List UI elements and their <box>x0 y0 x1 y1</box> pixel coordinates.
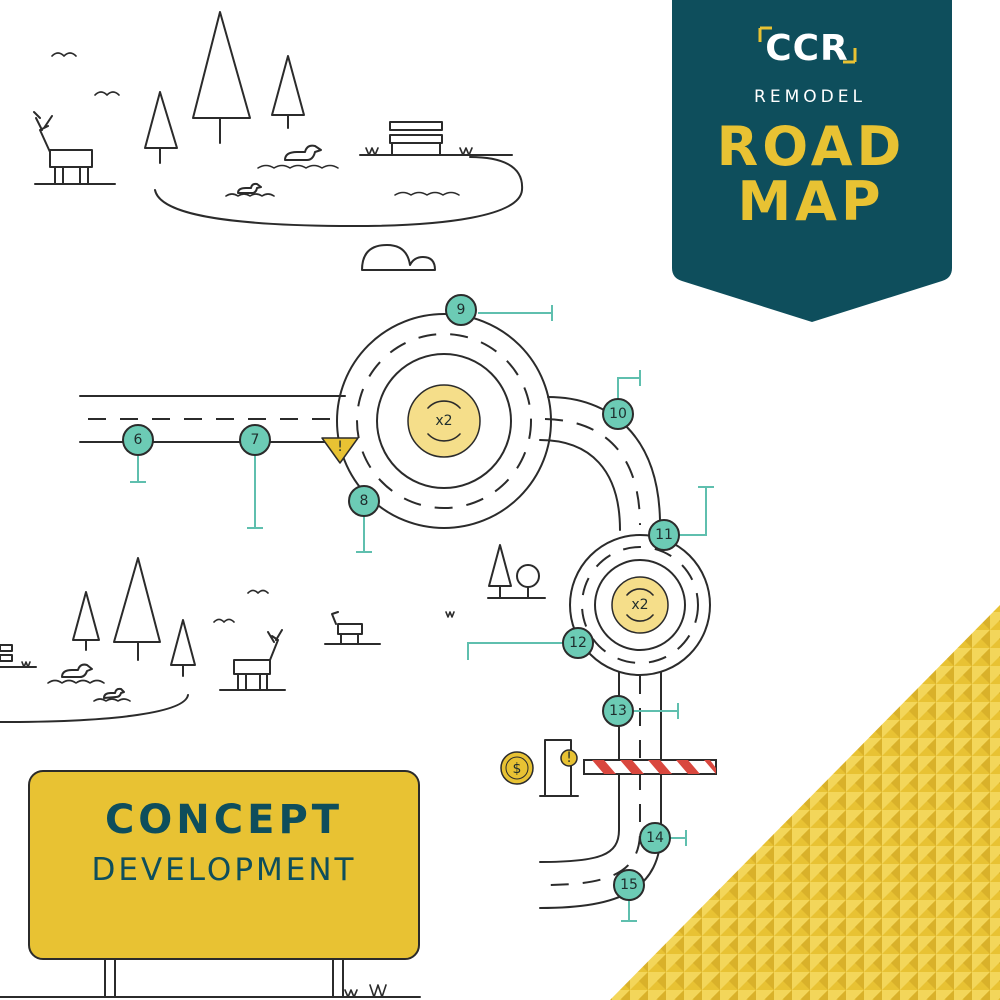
roundabout-badge-label: x2 <box>435 413 452 429</box>
deer-icon <box>324 611 381 645</box>
milestone-12[interactable]: 12 <box>562 627 594 659</box>
tree-icon <box>516 564 540 599</box>
svg-text:13: 13 <box>609 703 627 719</box>
roundabout-badge: x2 <box>407 384 481 458</box>
bush-icon <box>361 244 436 271</box>
coin-icon: $ <box>500 751 534 785</box>
toll-barrier: ! <box>539 739 717 797</box>
milestone-7[interactable]: 7 <box>239 424 271 456</box>
tree-icon <box>113 557 161 661</box>
svg-text:9: 9 <box>457 302 466 318</box>
bird-icon <box>247 589 269 594</box>
bird-icon <box>213 618 235 623</box>
logo-bracket-icon <box>758 26 857 64</box>
roundabout-inner <box>376 353 512 489</box>
svg-text:6: 6 <box>134 432 143 448</box>
deer-icon <box>33 111 93 185</box>
grass-icon <box>459 147 473 156</box>
grass-icon <box>445 611 455 618</box>
banner-subtitle: REMODEL <box>754 87 866 107</box>
logo-text: CCR <box>765 28 849 69</box>
svg-text:7: 7 <box>251 432 260 448</box>
milestone-9[interactable]: 9 <box>445 294 477 326</box>
deer-icon <box>233 629 283 691</box>
bird-icon <box>51 52 77 57</box>
svg-text:8: 8 <box>360 493 369 509</box>
grass-icon <box>369 984 387 998</box>
grass-icon <box>21 661 31 668</box>
milestone-14[interactable]: 14 <box>639 822 671 854</box>
milestone-10[interactable]: 10 <box>602 398 634 430</box>
tree-icon <box>192 11 251 144</box>
duck-icon <box>225 182 275 197</box>
svg-text:$: $ <box>513 761 522 777</box>
sign-line-2: DEVELOPMENT <box>92 852 357 888</box>
pond-outline <box>154 156 524 228</box>
tree-icon <box>488 544 512 599</box>
yellow-pattern-corner <box>610 605 1000 1000</box>
svg-text:11: 11 <box>655 527 673 543</box>
roundabout-badge-label: x2 <box>631 597 648 613</box>
svg-text:12: 12 <box>569 635 587 651</box>
rotate-icon <box>626 588 654 622</box>
park-scene-top <box>33 11 524 271</box>
tree-icon <box>144 91 178 164</box>
milestone-11[interactable]: 11 <box>648 519 680 551</box>
roundabout-inner <box>594 559 686 651</box>
milestone-13[interactable]: 13 <box>602 695 634 727</box>
tree-icon <box>170 619 196 677</box>
svg-text:14: 14 <box>646 830 664 846</box>
roundabout-outer <box>336 313 552 529</box>
milestone-leaders <box>130 305 714 922</box>
brand-banner: CCR REMODEL ROAD MAP <box>672 0 952 322</box>
duck-icon <box>93 687 131 702</box>
milestone-15[interactable]: 15 <box>613 869 645 901</box>
tree-icon <box>72 591 100 651</box>
svg-text:!: ! <box>337 439 343 455</box>
grass-icon <box>365 147 379 156</box>
barrier-warning-icon: ! <box>560 749 578 767</box>
concept-development-sign: CONCEPT DEVELOPMENT <box>0 770 421 998</box>
svg-text:10: 10 <box>609 406 627 422</box>
warning-sign-icon: ! <box>321 437 359 464</box>
milestone-6[interactable]: 6 <box>122 424 154 456</box>
pond-outline <box>0 694 189 723</box>
rotate-icon <box>427 400 461 442</box>
roundabout-outer <box>569 534 711 676</box>
milestone-8[interactable]: 8 <box>348 485 380 517</box>
duck-icon <box>47 663 105 684</box>
bench-icon <box>389 121 443 156</box>
banner-title-line-2: MAP <box>737 170 884 233</box>
water-ripple <box>394 191 460 196</box>
svg-text:!: ! <box>566 750 572 766</box>
sign-line-1: CONCEPT <box>105 797 343 843</box>
roundabout-badge: x2 <box>611 576 669 634</box>
bird-icon <box>94 91 120 96</box>
park-scene-middle <box>0 544 546 723</box>
banner-title-line-1: ROAD <box>717 115 906 178</box>
duck-icon <box>257 144 339 169</box>
svg-text:15: 15 <box>620 877 638 893</box>
tree-icon <box>271 55 305 129</box>
grass-icon <box>344 989 358 998</box>
